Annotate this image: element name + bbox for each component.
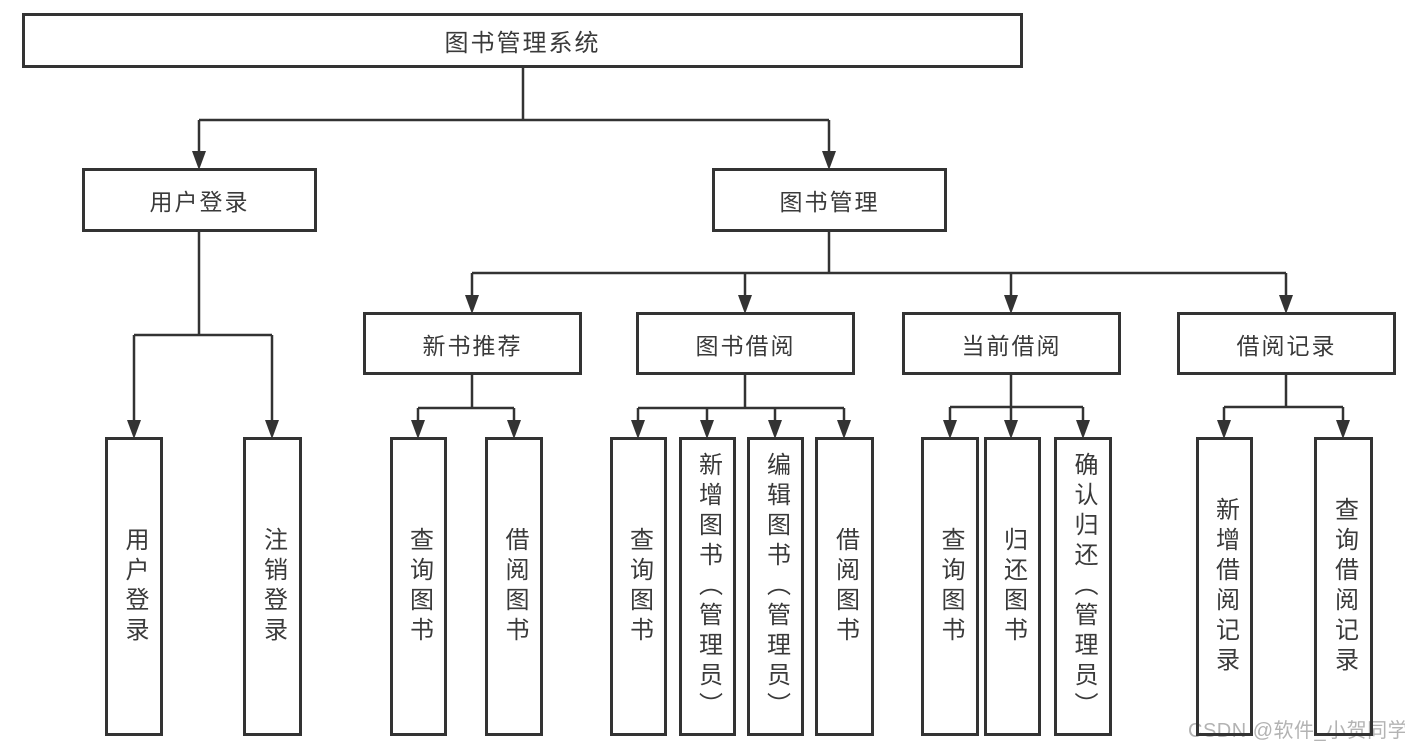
leaf-edit-books-admin: 编辑图书（管理员） <box>747 437 804 736</box>
node-borrow-record-label: 借阅记录 <box>1236 332 1337 359</box>
leaf-query-books-current-label: 查询图书 <box>937 526 964 647</box>
leaf-query-books-borrow: 查询图书 <box>610 437 667 736</box>
node-borrow-record: 借阅记录 <box>1177 312 1396 375</box>
node-new-book-recommend: 新书推荐 <box>363 312 582 375</box>
node-root-system: 图书管理系统 <box>22 13 1023 68</box>
leaf-add-borrow-record: 新增借阅记录 <box>1196 437 1253 736</box>
leaf-logout-label: 注销登录 <box>259 526 287 647</box>
leaf-query-books-recommend-label: 查询图书 <box>405 526 433 647</box>
leaf-add-borrow-record-label: 新增借阅记录 <box>1211 496 1239 677</box>
node-current-borrow: 当前借阅 <box>902 312 1121 375</box>
leaf-user-login: 用户登录 <box>105 437 163 736</box>
node-new-book-recommend-label: 新书推荐 <box>422 332 523 359</box>
leaf-query-borrow-record-label: 查询借阅记录 <box>1330 496 1358 677</box>
leaf-add-books-admin: 新增图书（管理员） <box>679 437 736 736</box>
node-book-management: 图书管理 <box>712 168 947 232</box>
leaf-borrow-books-label: 借阅图书 <box>831 526 859 647</box>
leaf-add-books-admin-label: 新增图书（管理员） <box>694 451 722 722</box>
leaf-query-books-recommend: 查询图书 <box>390 437 447 736</box>
leaf-return-books: 归还图书 <box>984 437 1041 736</box>
node-user-login-label: 用户登录 <box>149 189 250 215</box>
tree-edges <box>132 68 1345 421</box>
leaf-return-books-label: 归还图书 <box>999 526 1027 647</box>
node-book-borrow-label: 图书借阅 <box>695 332 796 359</box>
leaf-borrow-books-recommend-label: 借阅图书 <box>501 526 528 647</box>
leaf-query-books-borrow-label: 查询图书 <box>625 526 653 647</box>
leaf-borrow-books-recommend: 借阅图书 <box>485 437 543 736</box>
csdn-watermark: CSDN @软件_小贺同学 <box>1188 720 1405 742</box>
leaf-edit-books-admin-label: 编辑图书（管理员） <box>762 451 790 722</box>
arrowheads <box>127 151 1350 439</box>
leaf-logout: 注销登录 <box>243 437 302 736</box>
node-book-borrow: 图书借阅 <box>636 312 855 375</box>
leaf-confirm-return-admin-label: 确认归还（管理员） <box>1070 451 1097 722</box>
node-user-login: 用户登录 <box>82 168 317 232</box>
leaf-user-login-label: 用户登录 <box>121 526 148 647</box>
leaf-query-books-current: 查询图书 <box>921 437 979 736</box>
node-current-borrow-label: 当前借阅 <box>961 332 1062 359</box>
node-book-management-label: 图书管理 <box>779 189 880 215</box>
leaf-borrow-books: 借阅图书 <box>815 437 874 736</box>
leaf-confirm-return-admin: 确认归还（管理员） <box>1054 437 1112 736</box>
leaf-query-borrow-record: 查询借阅记录 <box>1314 437 1373 736</box>
node-root-label: 图书管理系统 <box>444 30 601 57</box>
